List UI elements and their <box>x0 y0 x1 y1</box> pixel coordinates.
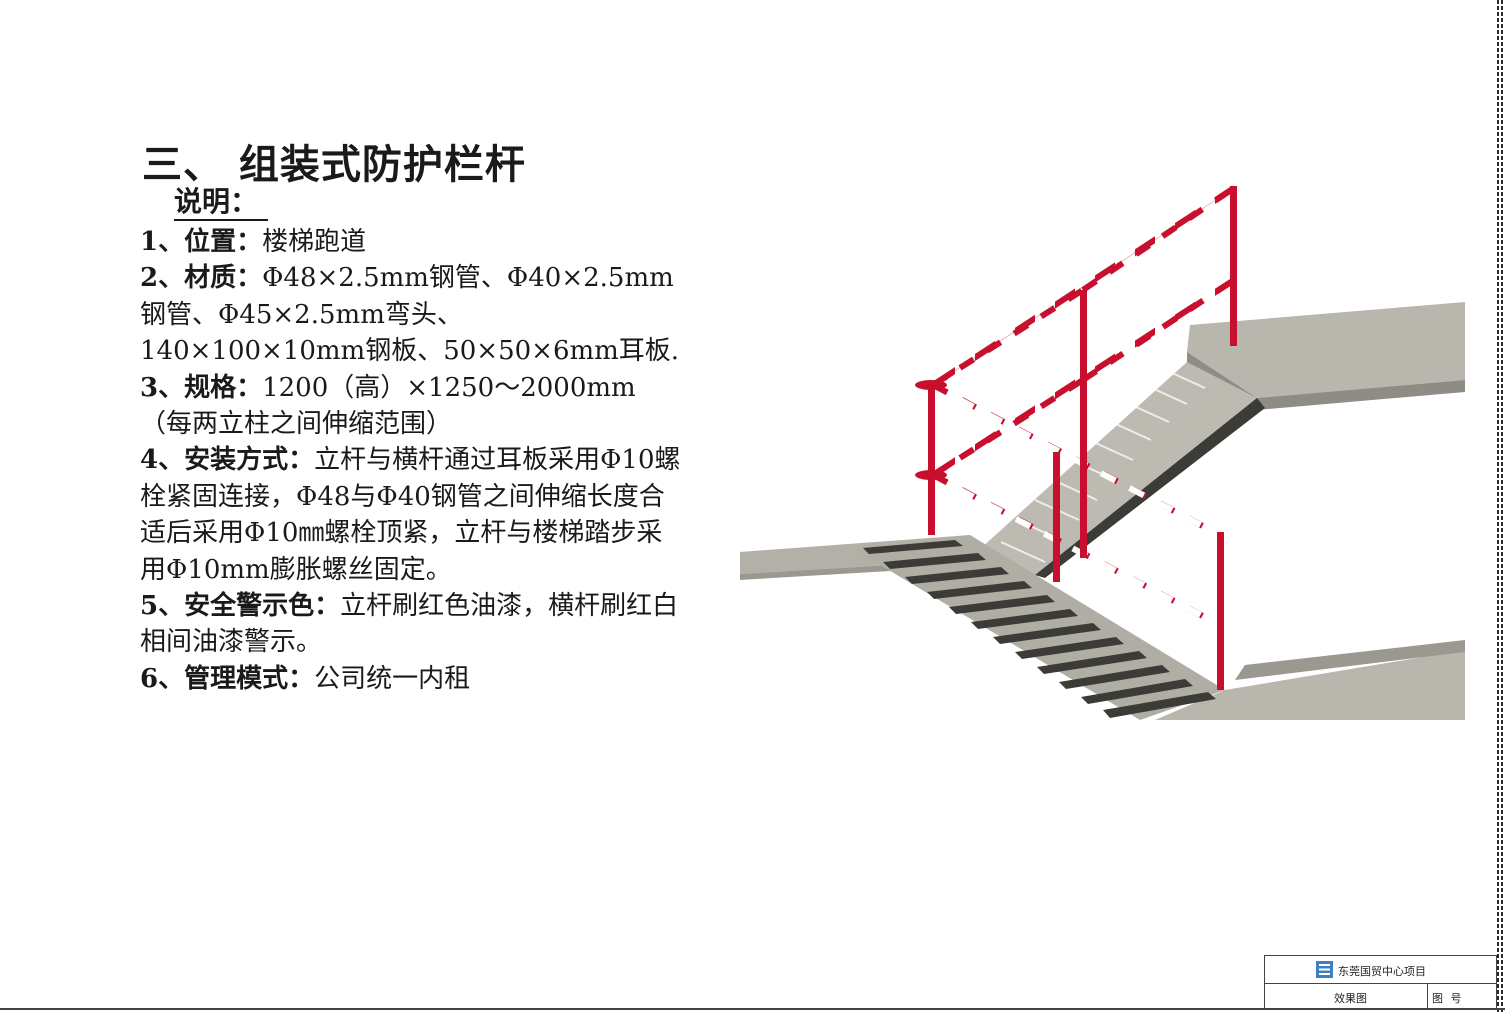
lower-flight <box>855 535 1465 720</box>
note-label: 6、管理模式： <box>140 663 315 694</box>
drawing-number-label: 图 号 <box>1432 992 1464 1005</box>
drawing-frame-right <box>1497 0 1505 1013</box>
upper-landing <box>1187 302 1465 410</box>
note-label: 2、材质： <box>140 263 263 294</box>
note-text: 立杆刷红色油漆，横杆刷红白相间油漆警示。 <box>140 591 679 658</box>
note-item: 5、安全警示色：立杆刷红色油漆，横杆刷红白相间油漆警示。 <box>140 588 685 661</box>
upper-flight <box>970 362 1265 578</box>
project-name: 东莞国贸中心项目 <box>1338 965 1426 978</box>
note-label: 3、规格： <box>140 372 263 403</box>
company-logo-icon <box>1316 961 1333 978</box>
note-text: 1200（高）×1250～2000mm（每两立柱之间伸缩范围） <box>140 372 636 440</box>
staircase-railing-render <box>740 185 1465 720</box>
note-text: 立杆与横杆通过耳板采用Φ10螺栓紧固连接，Φ48与Φ40钢管之间伸缩长度合适后采… <box>140 445 681 585</box>
notes-body: 1、位置：楼梯跑道 2、材质：Φ48×2.5mm钢管、Φ40×2.5mm钢管、Φ… <box>140 224 685 697</box>
note-text: Φ48×2.5mm钢管、Φ40×2.5mm钢管、Φ45×2.5mm弯头、140×… <box>140 263 680 367</box>
note-label: 5、安全警示色： <box>140 591 341 622</box>
note-label: 1、位置： <box>140 227 263 257</box>
note-item: 4、安装方式：立杆与横杆通过耳板采用Φ10螺栓紧固连接，Φ48与Φ40钢管之间伸… <box>140 442 685 588</box>
note-text: 楼梯跑道 <box>262 227 367 257</box>
note-item: 2、材质：Φ48×2.5mm钢管、Φ40×2.5mm钢管、Φ45×2.5mm弯头… <box>140 260 685 369</box>
railing <box>915 185 1237 690</box>
posts <box>928 186 1237 690</box>
title-block: 东莞国贸中心项目 效果图 图 号 <box>1264 955 1497 1009</box>
note-item: 1、位置：楼梯跑道 <box>140 224 685 260</box>
note-label: 4、安装方式： <box>140 445 315 476</box>
drawing-type-label: 效果图 <box>1334 992 1367 1005</box>
section-title: 三、 组装式防护栏杆 <box>142 141 526 188</box>
drawing-frame-bottom <box>0 1008 1505 1010</box>
post-brackets <box>915 380 947 480</box>
note-item: 6、管理模式：公司统一内租 <box>140 661 685 697</box>
note-text: 公司统一内租 <box>314 663 471 694</box>
notes-heading: 说明： <box>174 185 269 221</box>
note-item: 3、规格：1200（高）×1250～2000mm（每两立柱之间伸缩范围） <box>140 370 685 443</box>
